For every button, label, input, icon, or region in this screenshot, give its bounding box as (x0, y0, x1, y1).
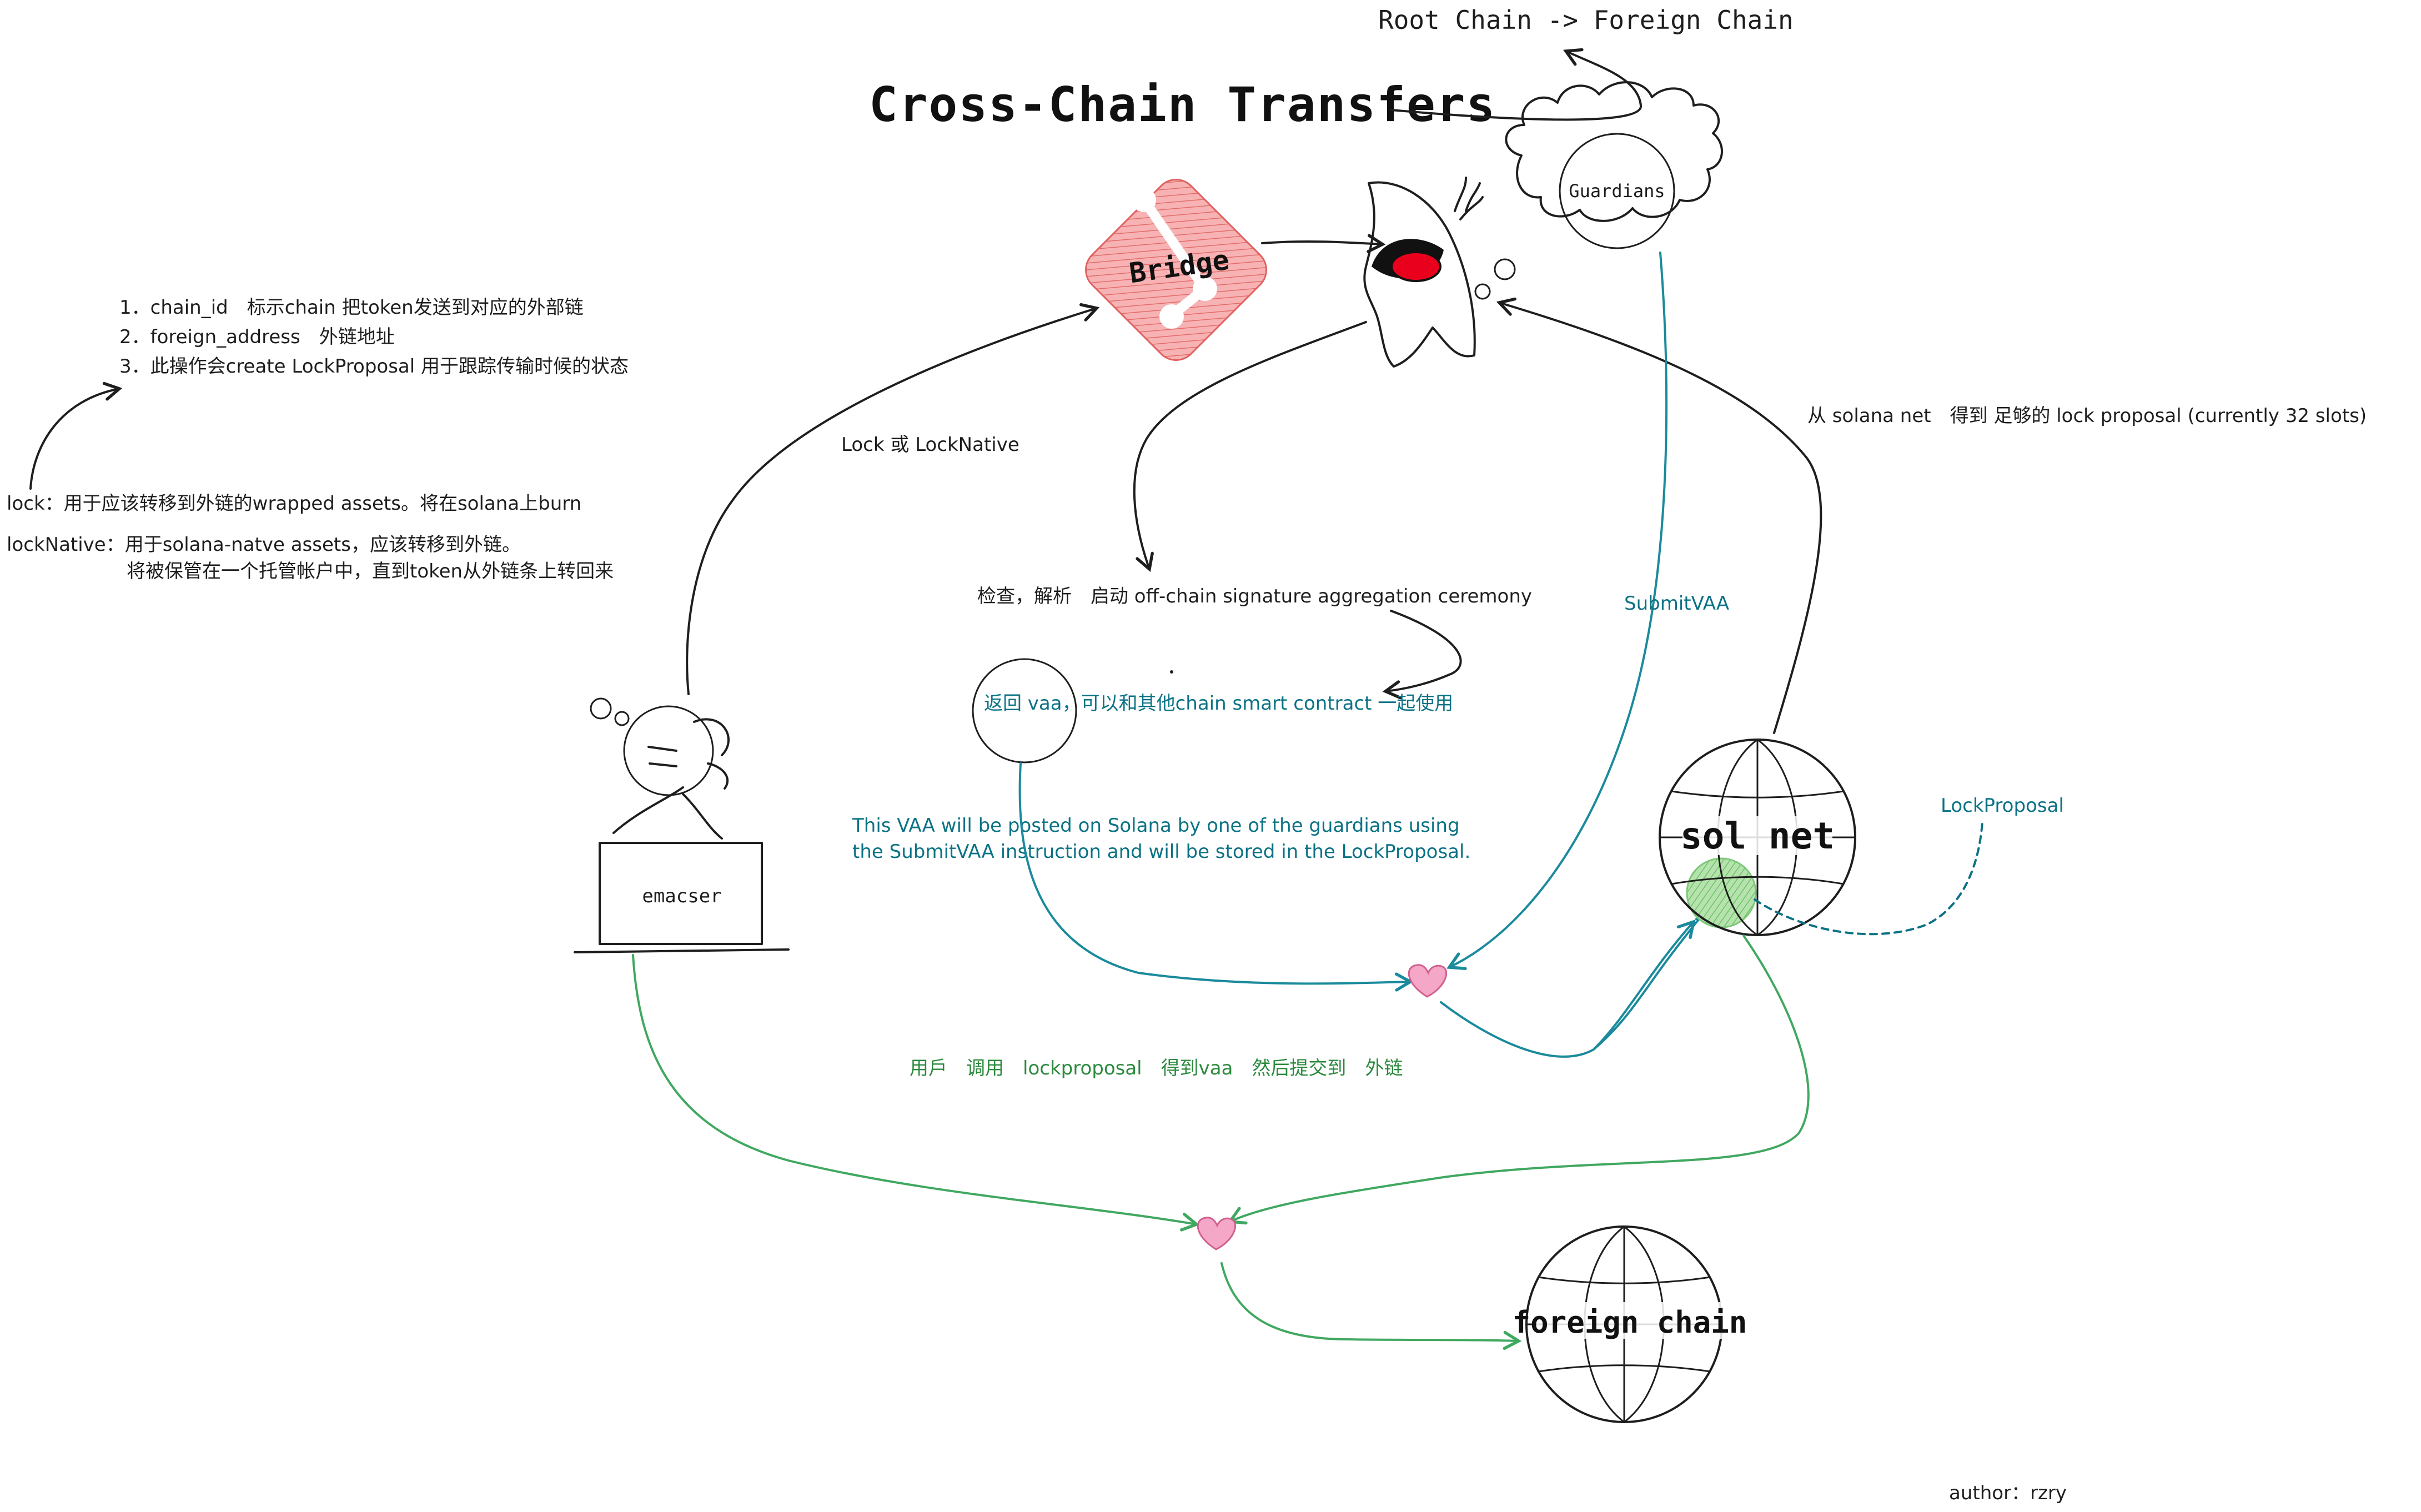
diagram-subtitle: Root Chain -> Foreign Chain (1378, 5, 1794, 35)
submitvaa-arrow (1446, 252, 1668, 970)
laptop-screen (599, 842, 763, 945)
bridge-to-duke-arrow (1261, 234, 1386, 253)
thought-bubble-1 (590, 697, 612, 720)
check-to-vaa-arrow (1382, 610, 1462, 700)
foreign-chain-node: foreign chain (1513, 1225, 1747, 1423)
user-head (623, 705, 714, 796)
heart-icon-1 (1408, 964, 1448, 998)
vaa-to-heart-arrow (1018, 762, 1414, 992)
bridge-diamond (1085, 179, 1267, 361)
duke-wave (1454, 177, 1484, 220)
return-vaa-label: 返回 vaa，可以和其他chain smart contract 一起使用 (984, 692, 1453, 715)
notes-pointer-arrow (29, 381, 123, 490)
sol-net-label: sol net (1680, 815, 1835, 857)
duke-body (1363, 181, 1476, 368)
heart-to-solnet-line (1440, 909, 1708, 1058)
duke-icon (1363, 177, 1516, 368)
submitvaa-label: SubmitVAA (1624, 592, 1729, 615)
vaa-posted-line-2: the SubmitVAA instruction and will be st… (852, 841, 1470, 863)
guardians-cloud (1505, 81, 1723, 222)
emacser-to-bridge-arrow (686, 303, 1100, 695)
guardians-label: Guardians (1569, 180, 1665, 202)
lock-native-description-1: lockNative：用于solana-natve assets，应该转移到外链… (7, 534, 521, 556)
emacser-label: emacser (642, 885, 721, 907)
step-note-2: 2．foreign_address 外链地址 (119, 326, 395, 348)
laptop-base (574, 948, 790, 953)
step-notes: 1．chain_id 标示chain 把token发送到对应的外部链 2．for… (119, 297, 629, 378)
duke-to-check-arrow (1133, 321, 1367, 572)
heart-icon-2 (1197, 1217, 1237, 1250)
solnet-to-heart2-arrow (1227, 935, 1810, 1225)
heart2-to-foreign-arrow (1220, 1262, 1522, 1350)
user-headphones (693, 718, 730, 790)
dot-marker (1170, 670, 1173, 674)
lock-or-lock-native-label: Lock 或 LockNative (841, 434, 1019, 456)
vaa-posted-line-1: This VAA will be posted on Solana by one… (852, 815, 1460, 837)
guardians-node: Guardians (1505, 81, 1723, 249)
vaa-circle (972, 658, 1077, 763)
sol-net-node: sol net (1659, 739, 1856, 936)
emacser-node: emacser (574, 697, 790, 953)
lock-description: lock：用于应该转移到外链的wrapped assets。将在solana上b… (7, 493, 581, 515)
user-shoulders (612, 786, 723, 840)
user-call-label: 用戶 调用 lockproposal 得到vaa 然后提交到 外链 (910, 1057, 1403, 1079)
duke-bubble-2 (1494, 258, 1516, 280)
author-credit: author：rzry (1949, 1482, 2067, 1504)
user-face (647, 746, 677, 767)
title-to-subtitle-arrow (1390, 48, 1643, 121)
bridge-node: Bridge (1085, 179, 1267, 361)
duke-nose (1390, 251, 1441, 282)
check-parse-label: 检查，解析 启动 off-chain signature aggregation… (977, 585, 1532, 607)
diagram-title: Cross-Chain Transfers (869, 77, 1496, 133)
lock-native-description-2: 将被保管在一个托管帐户中，直到token从外链条上转回来 (127, 560, 614, 582)
step-note-3: 3．此操作会create LockProposal 用于跟踪传输时候的状态 (119, 355, 629, 378)
from-sol-net-label: 从 solana net 得到 足够的 lock proposal (curre… (1807, 405, 2367, 427)
solnet-to-duke-arrow (1496, 297, 1822, 734)
heart-to-solnet-arrow (1593, 919, 1696, 1051)
duke-bubble-1 (1474, 283, 1491, 300)
foreign-chain-label: foreign chain (1513, 1305, 1747, 1340)
guardians-circle (1559, 133, 1675, 249)
step-note-1: 1．chain_id 标示chain 把token发送到对应的外部链 (119, 297, 584, 319)
emacser-to-heart2-arrow (632, 954, 1200, 1232)
lockproposal-dashed-link (1754, 821, 1983, 936)
thought-bubble-2 (614, 711, 630, 726)
lockproposal-label: LockProposal (1941, 795, 2064, 817)
